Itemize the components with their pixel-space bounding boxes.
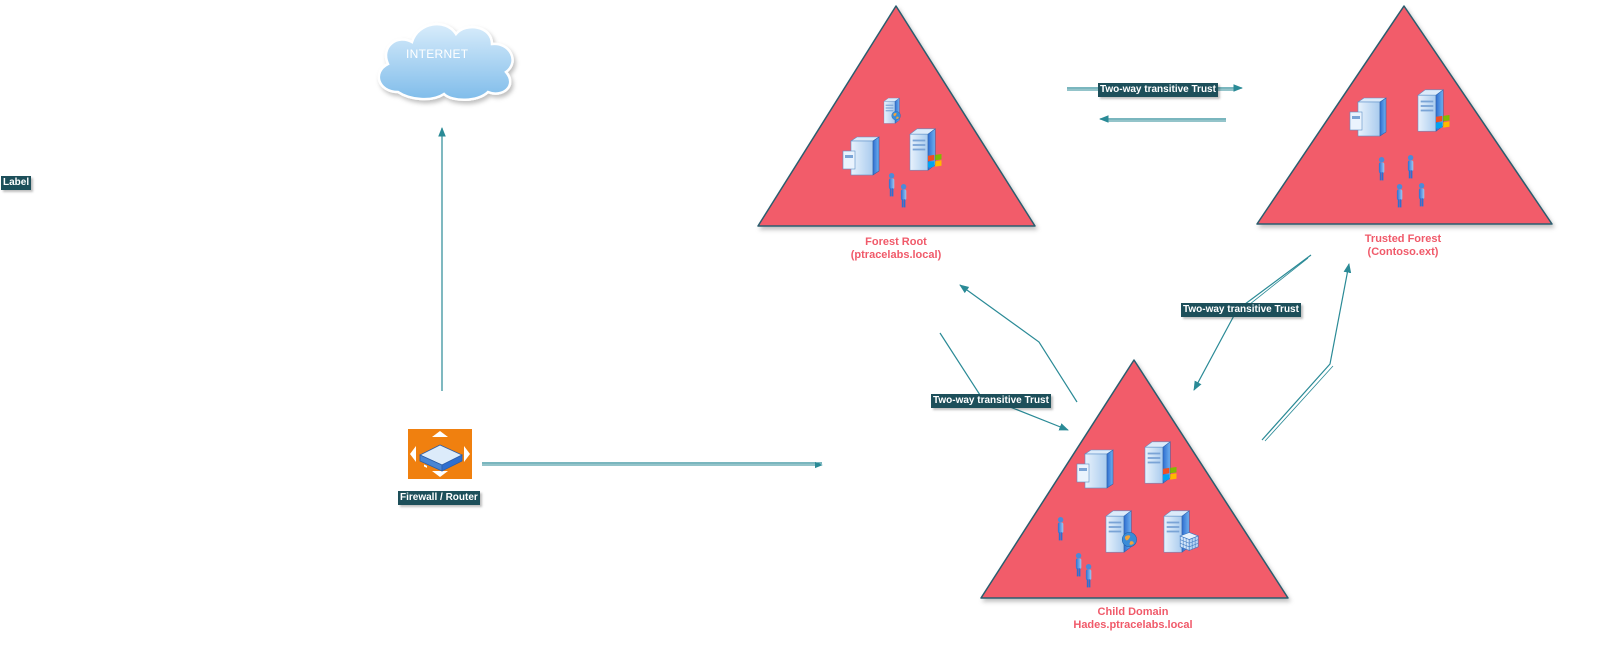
connector-child-to-trusted — [1261, 263, 1352, 441]
trusted-forest-label: Trusted Forest (Contoso.ext) — [1343, 233, 1463, 259]
child-domain — [980, 359, 1289, 599]
trust-label-trusted-child: Two-way transitive Trust — [1181, 303, 1301, 317]
child-domain-label: Child Domain Hades.ptracelabs.local — [1058, 606, 1208, 632]
trusted-forest-title: Trusted Forest — [1364, 233, 1442, 245]
trusted-forest-domain-name: (Contoso.ext) — [1367, 246, 1439, 258]
generic-label: Label — [1, 176, 32, 190]
forest-root-label: Forest Root (ptracelabs.local) — [836, 236, 956, 262]
trust-label-root-trusted: Two-way transitive Trust — [1098, 83, 1218, 97]
connector-trusted-to-child — [1193, 254, 1312, 391]
firewall-router-icon — [408, 429, 472, 479]
internet-label: INTERNET — [406, 47, 469, 61]
forest-root-domain-name: (ptracelabs.local) — [850, 249, 942, 261]
forest-root-title: Forest Root — [865, 236, 927, 248]
connector-root-to-child — [939, 332, 1069, 431]
cloud-icon — [377, 22, 514, 101]
trust-label-root-child: Two-way transitive Trust — [931, 394, 1051, 408]
internet-cloud — [377, 22, 514, 101]
trusted-forest-domain — [1256, 5, 1553, 225]
forest-root-domain — [757, 5, 1036, 227]
web-server-icon — [883, 97, 901, 124]
child-domain-name: Hades.ptracelabs.local — [1073, 619, 1193, 631]
connector-child-to-root — [959, 284, 1078, 403]
child-domain-title: Child Domain — [1097, 606, 1169, 618]
firewall-router-label: Firewall / Router — [398, 491, 480, 505]
